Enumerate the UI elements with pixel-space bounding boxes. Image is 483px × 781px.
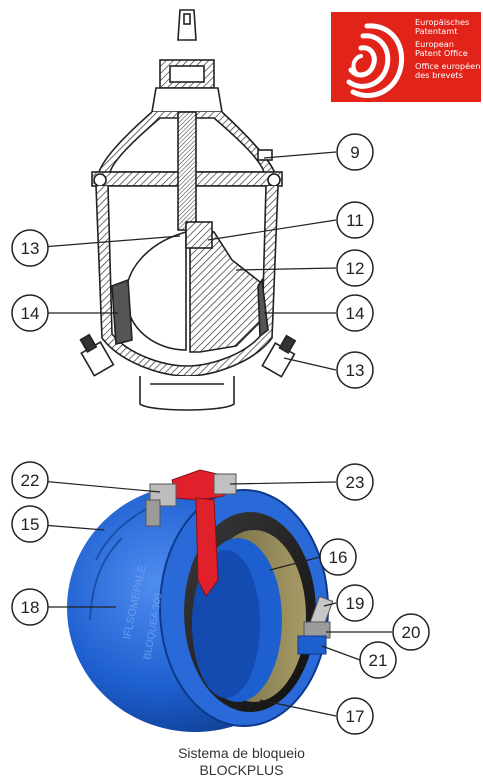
callout-13-lower: 13 xyxy=(336,351,374,389)
callout-23: 23 xyxy=(336,463,374,501)
lock-assembly xyxy=(145,469,237,597)
callout-15: 15 xyxy=(11,505,49,543)
callout-20: 20 xyxy=(392,613,430,651)
figure-caption-line2: BLOCKPLUS xyxy=(199,762,284,778)
svg-text:23: 23 xyxy=(346,473,365,492)
svg-text:9: 9 xyxy=(350,143,359,162)
svg-text:13: 13 xyxy=(346,361,365,380)
svg-text:11: 11 xyxy=(346,211,364,230)
callout-22: 22 xyxy=(11,461,49,499)
svg-text:19: 19 xyxy=(346,594,365,613)
svg-text:13: 13 xyxy=(21,239,40,258)
svg-text:21: 21 xyxy=(369,651,388,670)
callout-21: 21 xyxy=(359,641,397,679)
svg-text:18: 18 xyxy=(21,598,40,617)
svg-text:12: 12 xyxy=(346,259,365,278)
callout-9: 9 xyxy=(336,133,374,171)
epo-name-fr-1: Office européen xyxy=(415,61,481,71)
epo-name-en-1: European xyxy=(415,39,454,49)
epo-name-fr-2: des brevets xyxy=(415,70,463,80)
callout-12: 12 xyxy=(336,249,374,287)
callout-14-left: 14 xyxy=(11,294,49,332)
valve-cross-section-drawing: 9 11 13 12 14 14 13 xyxy=(11,9,374,411)
blockplus-coupling-drawing: IFLSOMEPALE BLOQUEA 300 xyxy=(11,461,430,735)
epo-names: Europäisches Patentamt European Patent O… xyxy=(415,18,481,80)
svg-text:14: 14 xyxy=(346,304,365,323)
callout-13-upper: 13 xyxy=(11,229,49,267)
svg-text:22: 22 xyxy=(21,471,40,490)
svg-text:20: 20 xyxy=(402,623,421,642)
valve-body xyxy=(79,9,297,411)
svg-text:16: 16 xyxy=(329,548,348,567)
epo-name-en-2: Patent Office xyxy=(415,48,468,58)
epo-name-de-2: Patentamt xyxy=(415,26,458,36)
callout-14-right: 14 xyxy=(336,294,374,332)
callout-17: 17 xyxy=(336,697,374,735)
coupling-body: IFLSOMEPALE BLOQUEA 300 xyxy=(67,484,329,732)
epo-logo: Europäisches Patentamt European Patent O… xyxy=(331,12,481,102)
callout-16: 16 xyxy=(319,538,357,576)
epo-swirl-icon xyxy=(346,23,405,99)
svg-text:14: 14 xyxy=(21,304,40,323)
callout-19: 19 xyxy=(336,584,374,622)
svg-text:15: 15 xyxy=(21,515,40,534)
callout-11: 11 xyxy=(336,201,374,239)
svg-text:17: 17 xyxy=(346,707,365,726)
figure-caption-line1: Sistema de bloqueio xyxy=(178,745,305,761)
callout-18: 18 xyxy=(11,588,49,626)
epo-name-de-1: Europäisches xyxy=(415,17,470,27)
